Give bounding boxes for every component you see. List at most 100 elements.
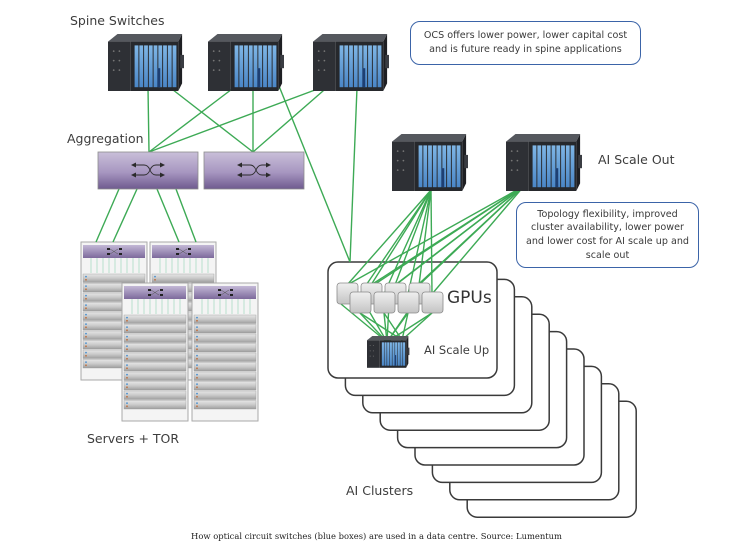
server-led xyxy=(126,335,128,338)
server-led xyxy=(85,313,87,316)
server-unit-body xyxy=(193,371,257,381)
server-led xyxy=(85,304,87,306)
server-led xyxy=(196,364,198,366)
gpu-scale-up-link xyxy=(359,312,403,341)
server-unit xyxy=(82,273,146,283)
ocs-port-column xyxy=(153,45,158,88)
ocs-handle xyxy=(441,168,445,188)
server-led xyxy=(196,335,198,338)
server-led xyxy=(126,348,128,351)
ocs-port-column xyxy=(395,342,398,366)
aggregation-label: Aggregation xyxy=(67,131,144,146)
gpu-7 xyxy=(397,291,420,314)
ocs-port-column xyxy=(456,145,461,188)
server-led xyxy=(126,386,128,389)
server-racks xyxy=(80,241,259,422)
aggregation-box xyxy=(97,151,199,190)
ocs-port-column xyxy=(532,145,537,188)
ocs-screw xyxy=(369,350,371,352)
server-led xyxy=(196,405,198,408)
ocs-port-panel xyxy=(418,145,461,188)
server-unit xyxy=(193,314,257,324)
ocs-screw xyxy=(510,159,513,162)
aggregation-switch-1 xyxy=(97,151,199,190)
spine3-agg1-link xyxy=(148,83,332,153)
scale-out-switch-1 xyxy=(392,134,468,191)
server-led xyxy=(196,386,198,389)
ocs-port-panel xyxy=(339,45,382,88)
ocs-port-column xyxy=(267,45,272,88)
ocs-port-column xyxy=(172,45,177,88)
server-unit-body xyxy=(123,362,187,372)
server-unit xyxy=(123,400,187,410)
server-unit xyxy=(193,381,257,391)
ocs-side xyxy=(108,41,131,91)
server-led xyxy=(196,329,198,332)
ocs-port-column xyxy=(570,145,575,188)
ocs-screw xyxy=(372,350,374,352)
ocs-side xyxy=(313,41,336,91)
ocs-screw xyxy=(112,69,115,71)
ocs-port-column xyxy=(339,45,344,88)
server-led xyxy=(126,326,128,328)
server-unit xyxy=(193,333,257,343)
ocs-port-column xyxy=(234,45,239,88)
server-unit-body xyxy=(123,333,187,343)
server-unit-body xyxy=(193,362,257,372)
ocs-screw xyxy=(323,69,326,71)
server-led xyxy=(196,367,198,370)
tor-ports-icon xyxy=(148,289,163,296)
server-led xyxy=(126,402,128,404)
ai-scale-up-label: AI Scale Up xyxy=(424,343,490,357)
server-led xyxy=(154,275,156,278)
ocs-port-column xyxy=(377,45,382,88)
crossover-arrows-icon xyxy=(131,162,165,178)
spine2-cluster-link xyxy=(278,85,351,263)
server-led xyxy=(196,383,198,385)
ocs-port-column xyxy=(428,145,432,188)
server-led xyxy=(196,392,198,395)
ocs-port-column xyxy=(546,145,551,188)
ocs-latch xyxy=(280,54,284,69)
ocs-port-column xyxy=(403,342,406,366)
server-unit-body xyxy=(123,343,187,353)
ocs-screw xyxy=(112,50,115,52)
spine-switch-1 xyxy=(108,34,184,91)
ocs-screw xyxy=(396,159,399,162)
ocs-screw xyxy=(516,159,519,162)
ocs-screw xyxy=(516,169,519,171)
ocs-port-column xyxy=(451,145,456,188)
server-led xyxy=(85,316,87,319)
ocs-screw xyxy=(118,50,121,52)
ai-benefits-text: Topology flexibility, improved cluster a… xyxy=(525,208,690,261)
ocs-latch xyxy=(464,154,468,169)
server-unit-body xyxy=(193,343,257,353)
gpu-8 xyxy=(421,291,444,314)
server-unit xyxy=(193,352,257,362)
ocs-port-column xyxy=(358,45,363,88)
server-led xyxy=(85,345,87,348)
ocs-port-column xyxy=(432,145,437,188)
server-led xyxy=(85,288,87,291)
ocs-port-panel xyxy=(134,45,177,88)
server-led xyxy=(196,373,198,376)
ocs-handle xyxy=(555,168,559,188)
server-led xyxy=(85,278,87,281)
ai-cluster-card-1 xyxy=(327,261,498,379)
ocs-screw xyxy=(118,69,121,71)
server-led xyxy=(196,402,198,404)
ocs-port-column xyxy=(442,145,447,188)
ocs-port-column xyxy=(163,45,167,88)
spine-switch-2 xyxy=(208,34,284,91)
ocs-top xyxy=(108,34,183,42)
server-led xyxy=(126,338,128,341)
ocs-top xyxy=(506,134,581,142)
ocs-port-column xyxy=(272,45,277,88)
scale-out-switch-2 xyxy=(506,134,582,191)
ocs-port-column xyxy=(392,342,395,366)
server-led xyxy=(85,307,87,310)
ocs-port-column xyxy=(344,45,349,88)
ocs-port-column xyxy=(437,145,442,188)
gpu-scale-up-link xyxy=(401,312,409,341)
